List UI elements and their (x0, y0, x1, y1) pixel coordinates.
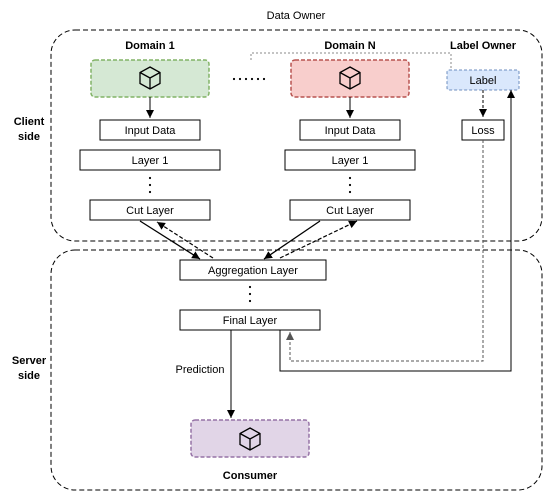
client-region (50, 29, 543, 242)
output-to-label-arrow (279, 90, 515, 372)
domain-1-cut-label: Cut Layer (126, 205, 174, 217)
final-layer-label: Final Layer (223, 315, 278, 327)
domain-n-title: Domain N (324, 40, 375, 52)
domain-1-layer-box (79, 149, 221, 171)
aggregation-label: Aggregation Layer (208, 265, 298, 277)
consumer-title: Consumer (223, 470, 278, 482)
domain-n-layer-box (284, 149, 416, 171)
aggregation-box (179, 259, 327, 281)
final-layer-box (179, 309, 321, 331)
domain-n-forward-arrow (263, 220, 321, 260)
prediction-label: Prediction (176, 364, 225, 376)
domain-n-ellipsis (348, 176, 352, 194)
loss-text: Loss (471, 125, 495, 137)
server-ellipsis (248, 285, 252, 303)
label-text: Label (470, 75, 497, 87)
domain-1-input-box (99, 119, 201, 141)
domain-n-cut-box (289, 199, 411, 221)
domain-n-layer-label: Layer 1 (332, 155, 369, 167)
domain-n-input-box (299, 119, 401, 141)
domain-n-gradient-arrow (279, 220, 358, 259)
domain-1-gradient-arrow (156, 221, 214, 259)
domains-ellipsis (232, 77, 266, 81)
client-side-label: Client (14, 116, 45, 128)
loss-gradient-arrow (286, 140, 484, 362)
client-side-label-2: side (18, 131, 40, 143)
domain-1-input-label: Input Data (125, 125, 177, 137)
server-side-label: Server (12, 355, 47, 367)
label-owner-title: Label Owner (450, 40, 517, 52)
server-side-label-2: side (18, 370, 40, 382)
domain-1-ellipsis (148, 176, 152, 194)
domain-1-title: Domain 1 (125, 40, 175, 52)
domain-n-input-label: Input Data (325, 125, 377, 137)
domain-1-cut-box (89, 199, 211, 221)
domain-n-cut-label: Cut Layer (326, 205, 374, 217)
domain-1-forward-arrow (139, 220, 201, 260)
domain-1-layer-label: Layer 1 (132, 155, 169, 167)
label-box (446, 69, 520, 91)
server-region (50, 249, 543, 491)
data-owner-title: Data Owner (267, 10, 326, 22)
